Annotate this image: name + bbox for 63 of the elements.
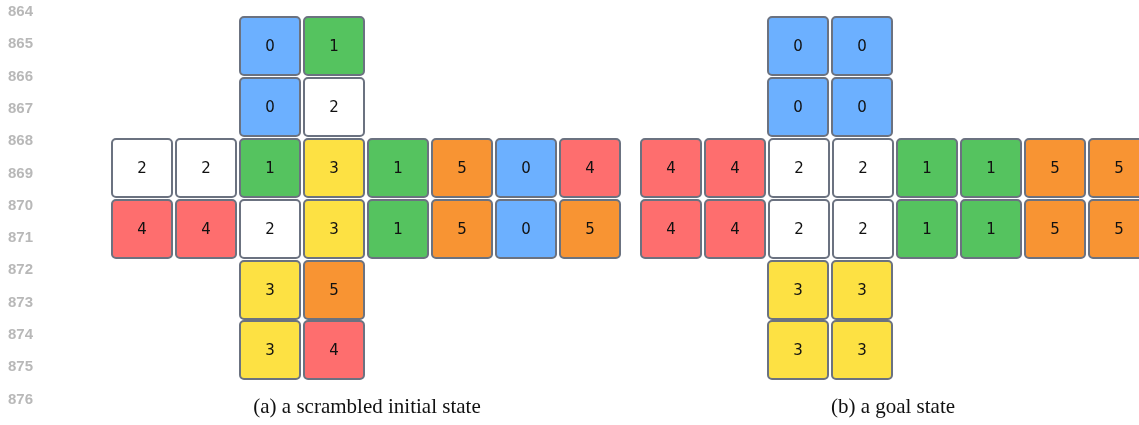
cube-sticker: 5 bbox=[1088, 138, 1139, 198]
cube-sticker: 2 bbox=[832, 199, 894, 259]
cube-sticker: 1 bbox=[367, 138, 429, 198]
cube-sticker: 4 bbox=[640, 199, 702, 259]
cube-sticker: 2 bbox=[768, 199, 830, 259]
cube-sticker: 4 bbox=[640, 138, 702, 198]
cube-sticker: 4 bbox=[559, 138, 621, 198]
cube-sticker: 2 bbox=[111, 138, 173, 198]
cube-sticker: 2 bbox=[175, 138, 237, 198]
cube-sticker: 1 bbox=[960, 138, 1022, 198]
cube-sticker: 3 bbox=[303, 199, 365, 259]
line-number: 870 bbox=[8, 195, 34, 213]
cube-sticker: 4 bbox=[704, 199, 766, 259]
cube-sticker: 3 bbox=[831, 320, 893, 380]
cube-sticker: 3 bbox=[239, 260, 301, 320]
cube-sticker: 2 bbox=[768, 138, 830, 198]
subfigure-caption: (b) a goal state bbox=[830, 394, 956, 419]
cube-sticker: 1 bbox=[960, 199, 1022, 259]
cube-sticker: 0 bbox=[239, 16, 301, 76]
cube-sticker: 4 bbox=[111, 199, 173, 259]
cube-sticker: 0 bbox=[239, 77, 301, 137]
cube-sticker: 3 bbox=[831, 260, 893, 320]
line-number: 871 bbox=[8, 228, 34, 246]
cube-sticker: 5 bbox=[303, 260, 365, 320]
cube-sticker: 5 bbox=[1024, 199, 1086, 259]
cube-sticker: 2 bbox=[832, 138, 894, 198]
line-number: 866 bbox=[8, 66, 34, 84]
cube-sticker: 0 bbox=[767, 16, 829, 76]
cube-sticker: 3 bbox=[767, 260, 829, 320]
line-number: 872 bbox=[8, 260, 34, 278]
line-number: 874 bbox=[8, 325, 34, 342]
cube-sticker: 0 bbox=[831, 77, 893, 137]
line-number: 873 bbox=[8, 292, 34, 310]
cube-sticker: 4 bbox=[303, 320, 365, 380]
cube-sticker: 5 bbox=[431, 138, 493, 198]
cube-sticker: 5 bbox=[431, 199, 493, 259]
cube-sticker: 3 bbox=[239, 320, 301, 380]
cube-sticker: 5 bbox=[1088, 199, 1139, 259]
cube-sticker: 2 bbox=[239, 199, 301, 259]
line-number: 869 bbox=[8, 163, 34, 181]
cube-sticker: 5 bbox=[559, 199, 621, 259]
line-number: 868 bbox=[8, 131, 34, 149]
line-number: 876 bbox=[8, 389, 34, 407]
subfigure-caption: (a) a scrambled initial state bbox=[253, 394, 481, 419]
cube-sticker: 4 bbox=[704, 138, 766, 198]
cube-sticker: 0 bbox=[767, 77, 829, 137]
cube-sticker: 5 bbox=[1024, 138, 1086, 198]
line-number: 867 bbox=[8, 98, 34, 116]
cube-sticker: 2 bbox=[303, 77, 365, 137]
cube-sticker: 3 bbox=[767, 320, 829, 380]
cube-sticker: 0 bbox=[831, 16, 893, 76]
cube-sticker: 1 bbox=[239, 138, 301, 198]
cube-sticker: 0 bbox=[495, 138, 557, 198]
cube-sticker: 1 bbox=[367, 199, 429, 259]
cube-sticker: 1 bbox=[896, 199, 958, 259]
cube-sticker: 0 bbox=[495, 199, 557, 259]
line-number: 875 bbox=[8, 357, 34, 375]
line-number: 864 bbox=[8, 2, 34, 19]
cube-sticker: 4 bbox=[175, 199, 237, 259]
cube-sticker: 1 bbox=[303, 16, 365, 76]
cube-sticker: 3 bbox=[303, 138, 365, 198]
cube-sticker: 1 bbox=[896, 138, 958, 198]
line-number: 865 bbox=[8, 34, 34, 52]
